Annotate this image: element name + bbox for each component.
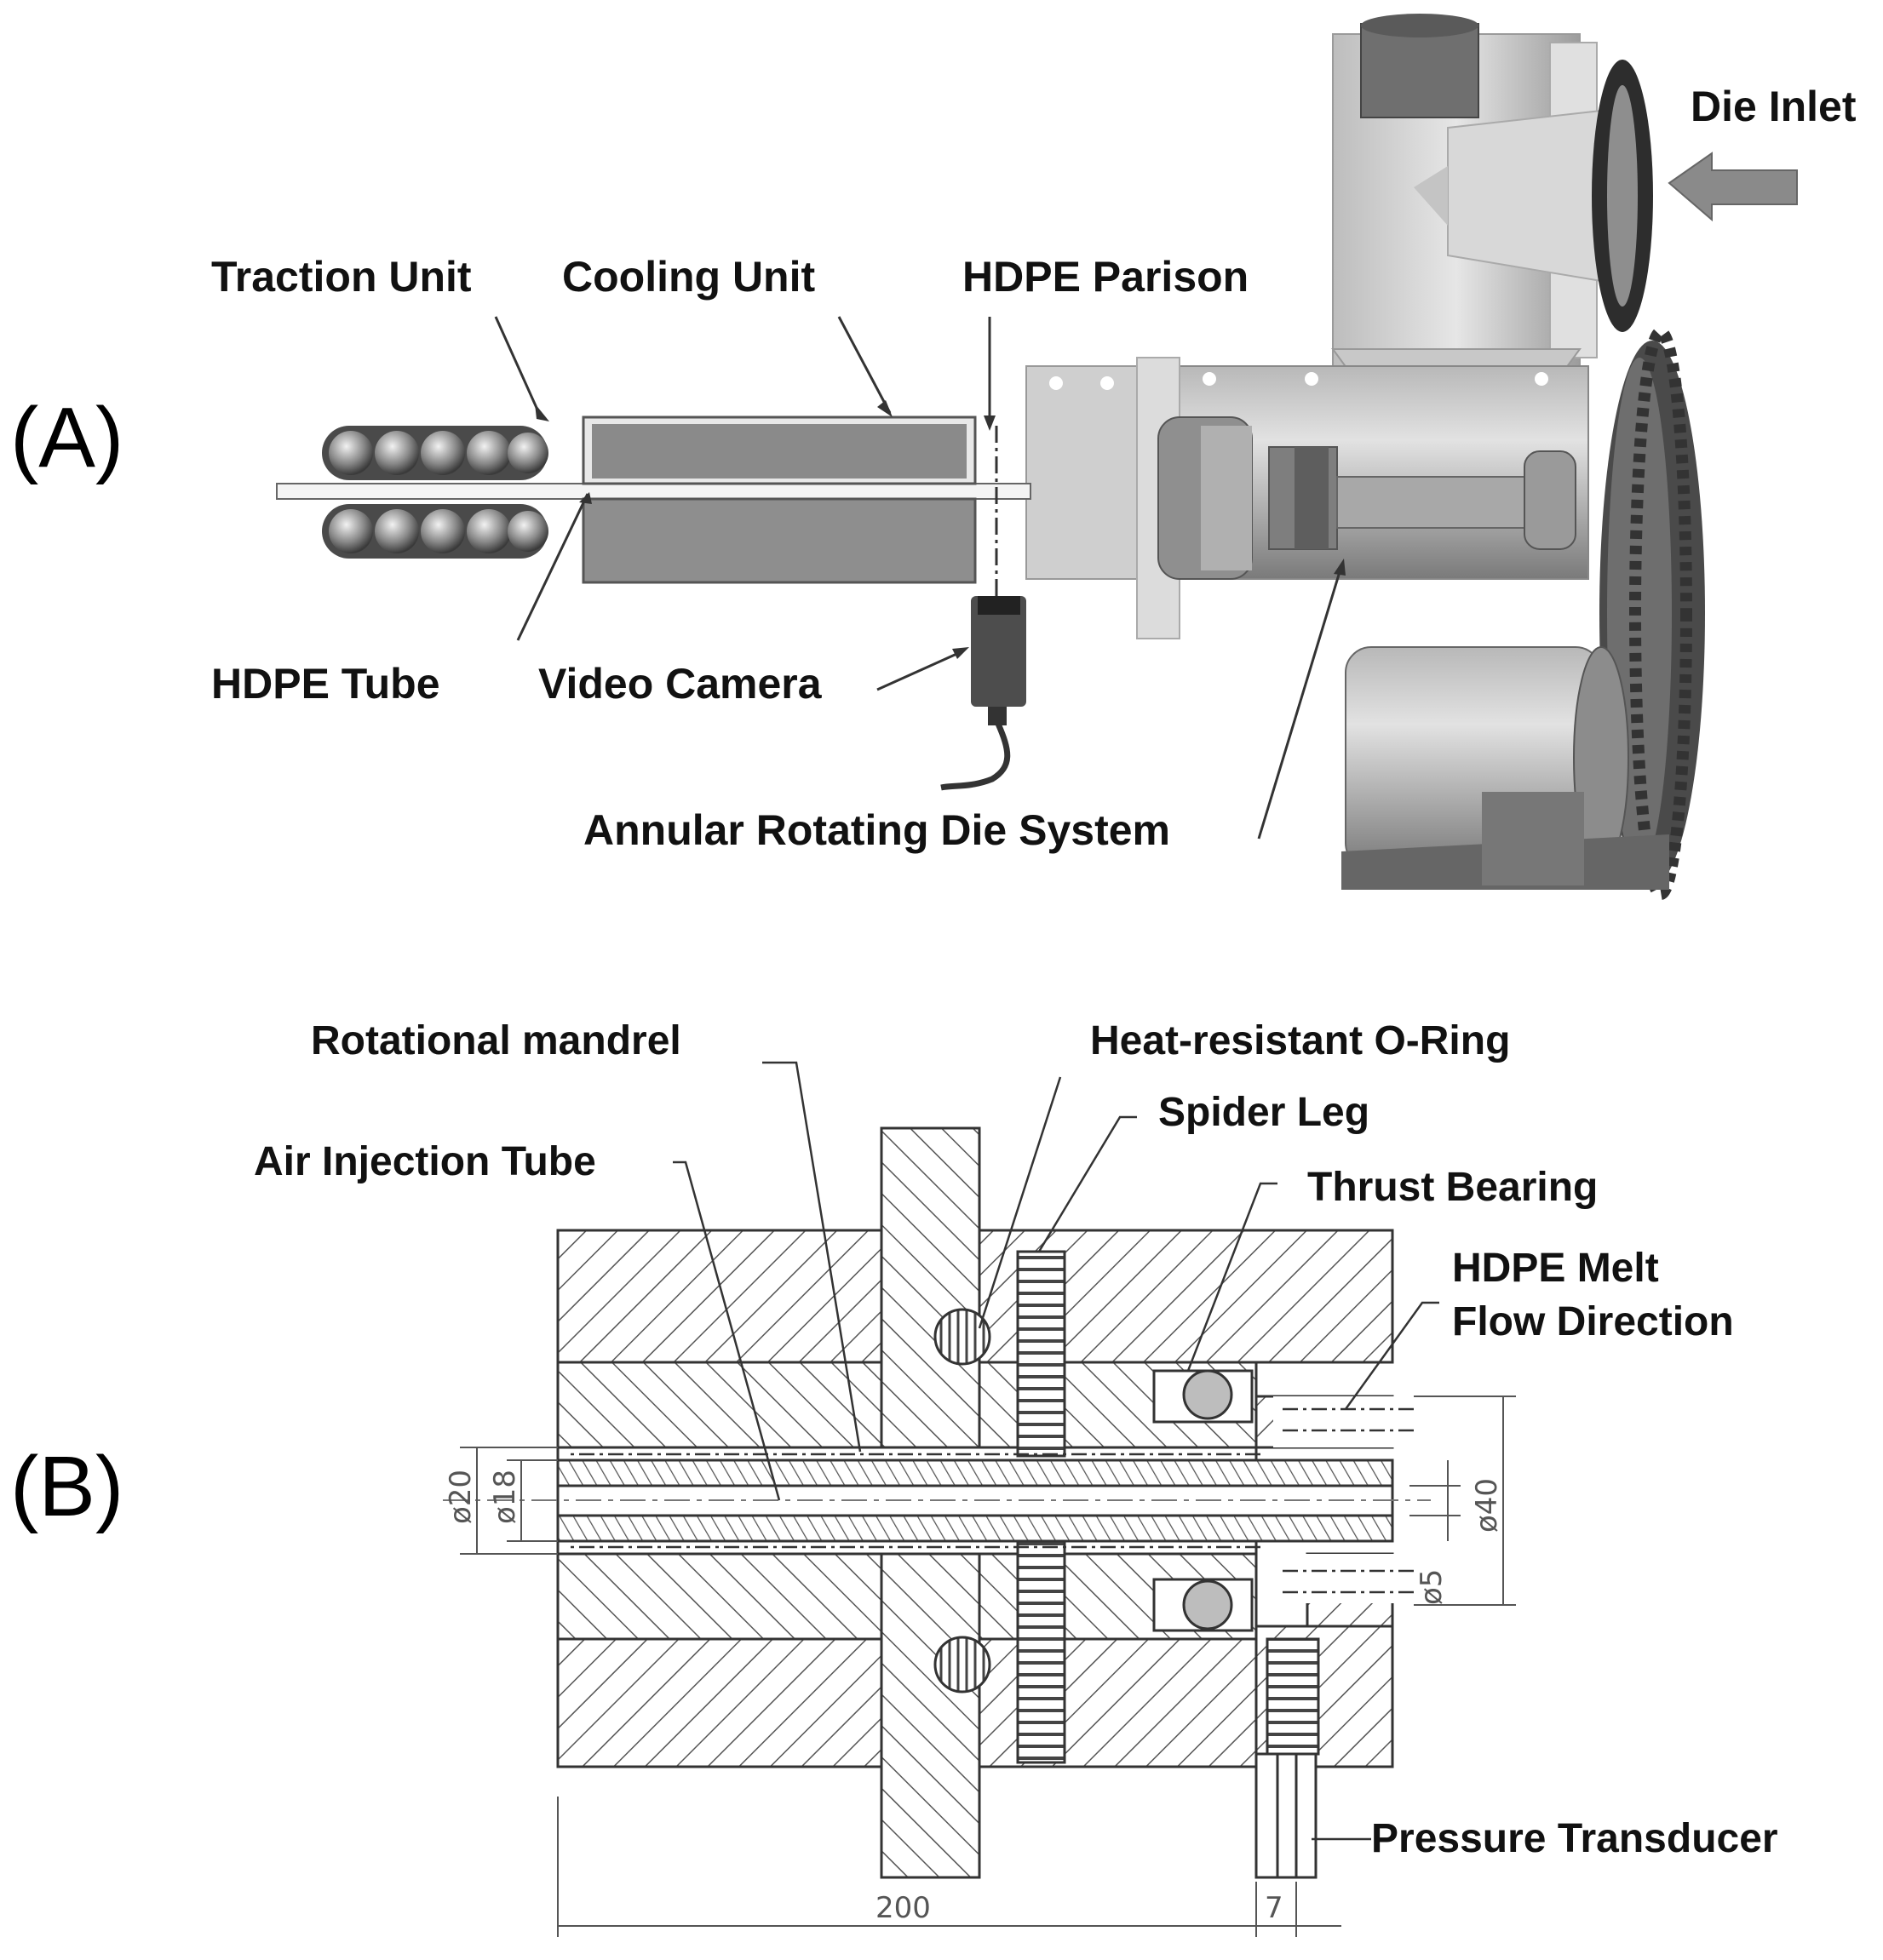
- annular-rotating-die-system-label: Annular Rotating Die System: [583, 806, 1170, 854]
- traction-unit: [322, 426, 548, 559]
- spider-leg-label: Spider Leg: [1158, 1090, 1369, 1135]
- pressure-transducer-label: Pressure Transducer: [1371, 1816, 1778, 1861]
- panel-a: (A) Die Inlet: [10, 14, 1857, 900]
- panel-b-label: (B): [10, 1439, 123, 1534]
- panel-b: (B): [10, 1018, 1778, 1937]
- panel-b-leaders: [673, 1061, 1439, 1841]
- video-camera-label: Video Camera: [538, 660, 823, 708]
- dim-d5: ø5: [1415, 1569, 1449, 1605]
- video-camera: [940, 596, 1026, 791]
- die-housing-vertical: [1331, 14, 1602, 461]
- die-inlet-arrow: [1668, 152, 1798, 222]
- thrust-bearing-label: Thrust Bearing: [1307, 1165, 1598, 1210]
- panel-a-label: (A): [10, 390, 123, 485]
- hdpe-tube-rod: [276, 483, 1031, 500]
- dim-d40: ø40: [1470, 1478, 1504, 1533]
- rotational-mandrel-label: Rotational mandrel: [311, 1018, 681, 1063]
- dim-200: 200: [875, 1891, 931, 1925]
- cooling-unit-label: Cooling Unit: [562, 253, 815, 301]
- dim-d18: ø18: [488, 1470, 522, 1524]
- heat-resistant-o-ring-label: Heat-resistant O-Ring: [1090, 1018, 1510, 1063]
- panel-a-leaders: [494, 316, 1346, 840]
- traction-unit-label: Traction Unit: [211, 253, 472, 301]
- cooling-unit: [582, 415, 977, 584]
- die-cross-section: [556, 1126, 1409, 1879]
- dimension-lines: [460, 1395, 1516, 1937]
- flow-direction-label: Flow Direction: [1452, 1299, 1734, 1344]
- dim-d20: ø20: [444, 1470, 478, 1524]
- die-inlet-label: Die Inlet: [1691, 83, 1857, 130]
- die-body-horizontal: [1025, 357, 1589, 639]
- hdpe-tube-label: HDPE Tube: [211, 660, 440, 708]
- motor: [1341, 646, 1669, 890]
- hdpe-melt-label: HDPE Melt: [1452, 1246, 1659, 1291]
- dim-7: 7: [1265, 1891, 1283, 1925]
- hdpe-parison-label: HDPE Parison: [962, 253, 1249, 301]
- die-inlet-flange: [1592, 60, 1653, 332]
- air-injection-tube-label: Air Injection Tube: [254, 1139, 596, 1184]
